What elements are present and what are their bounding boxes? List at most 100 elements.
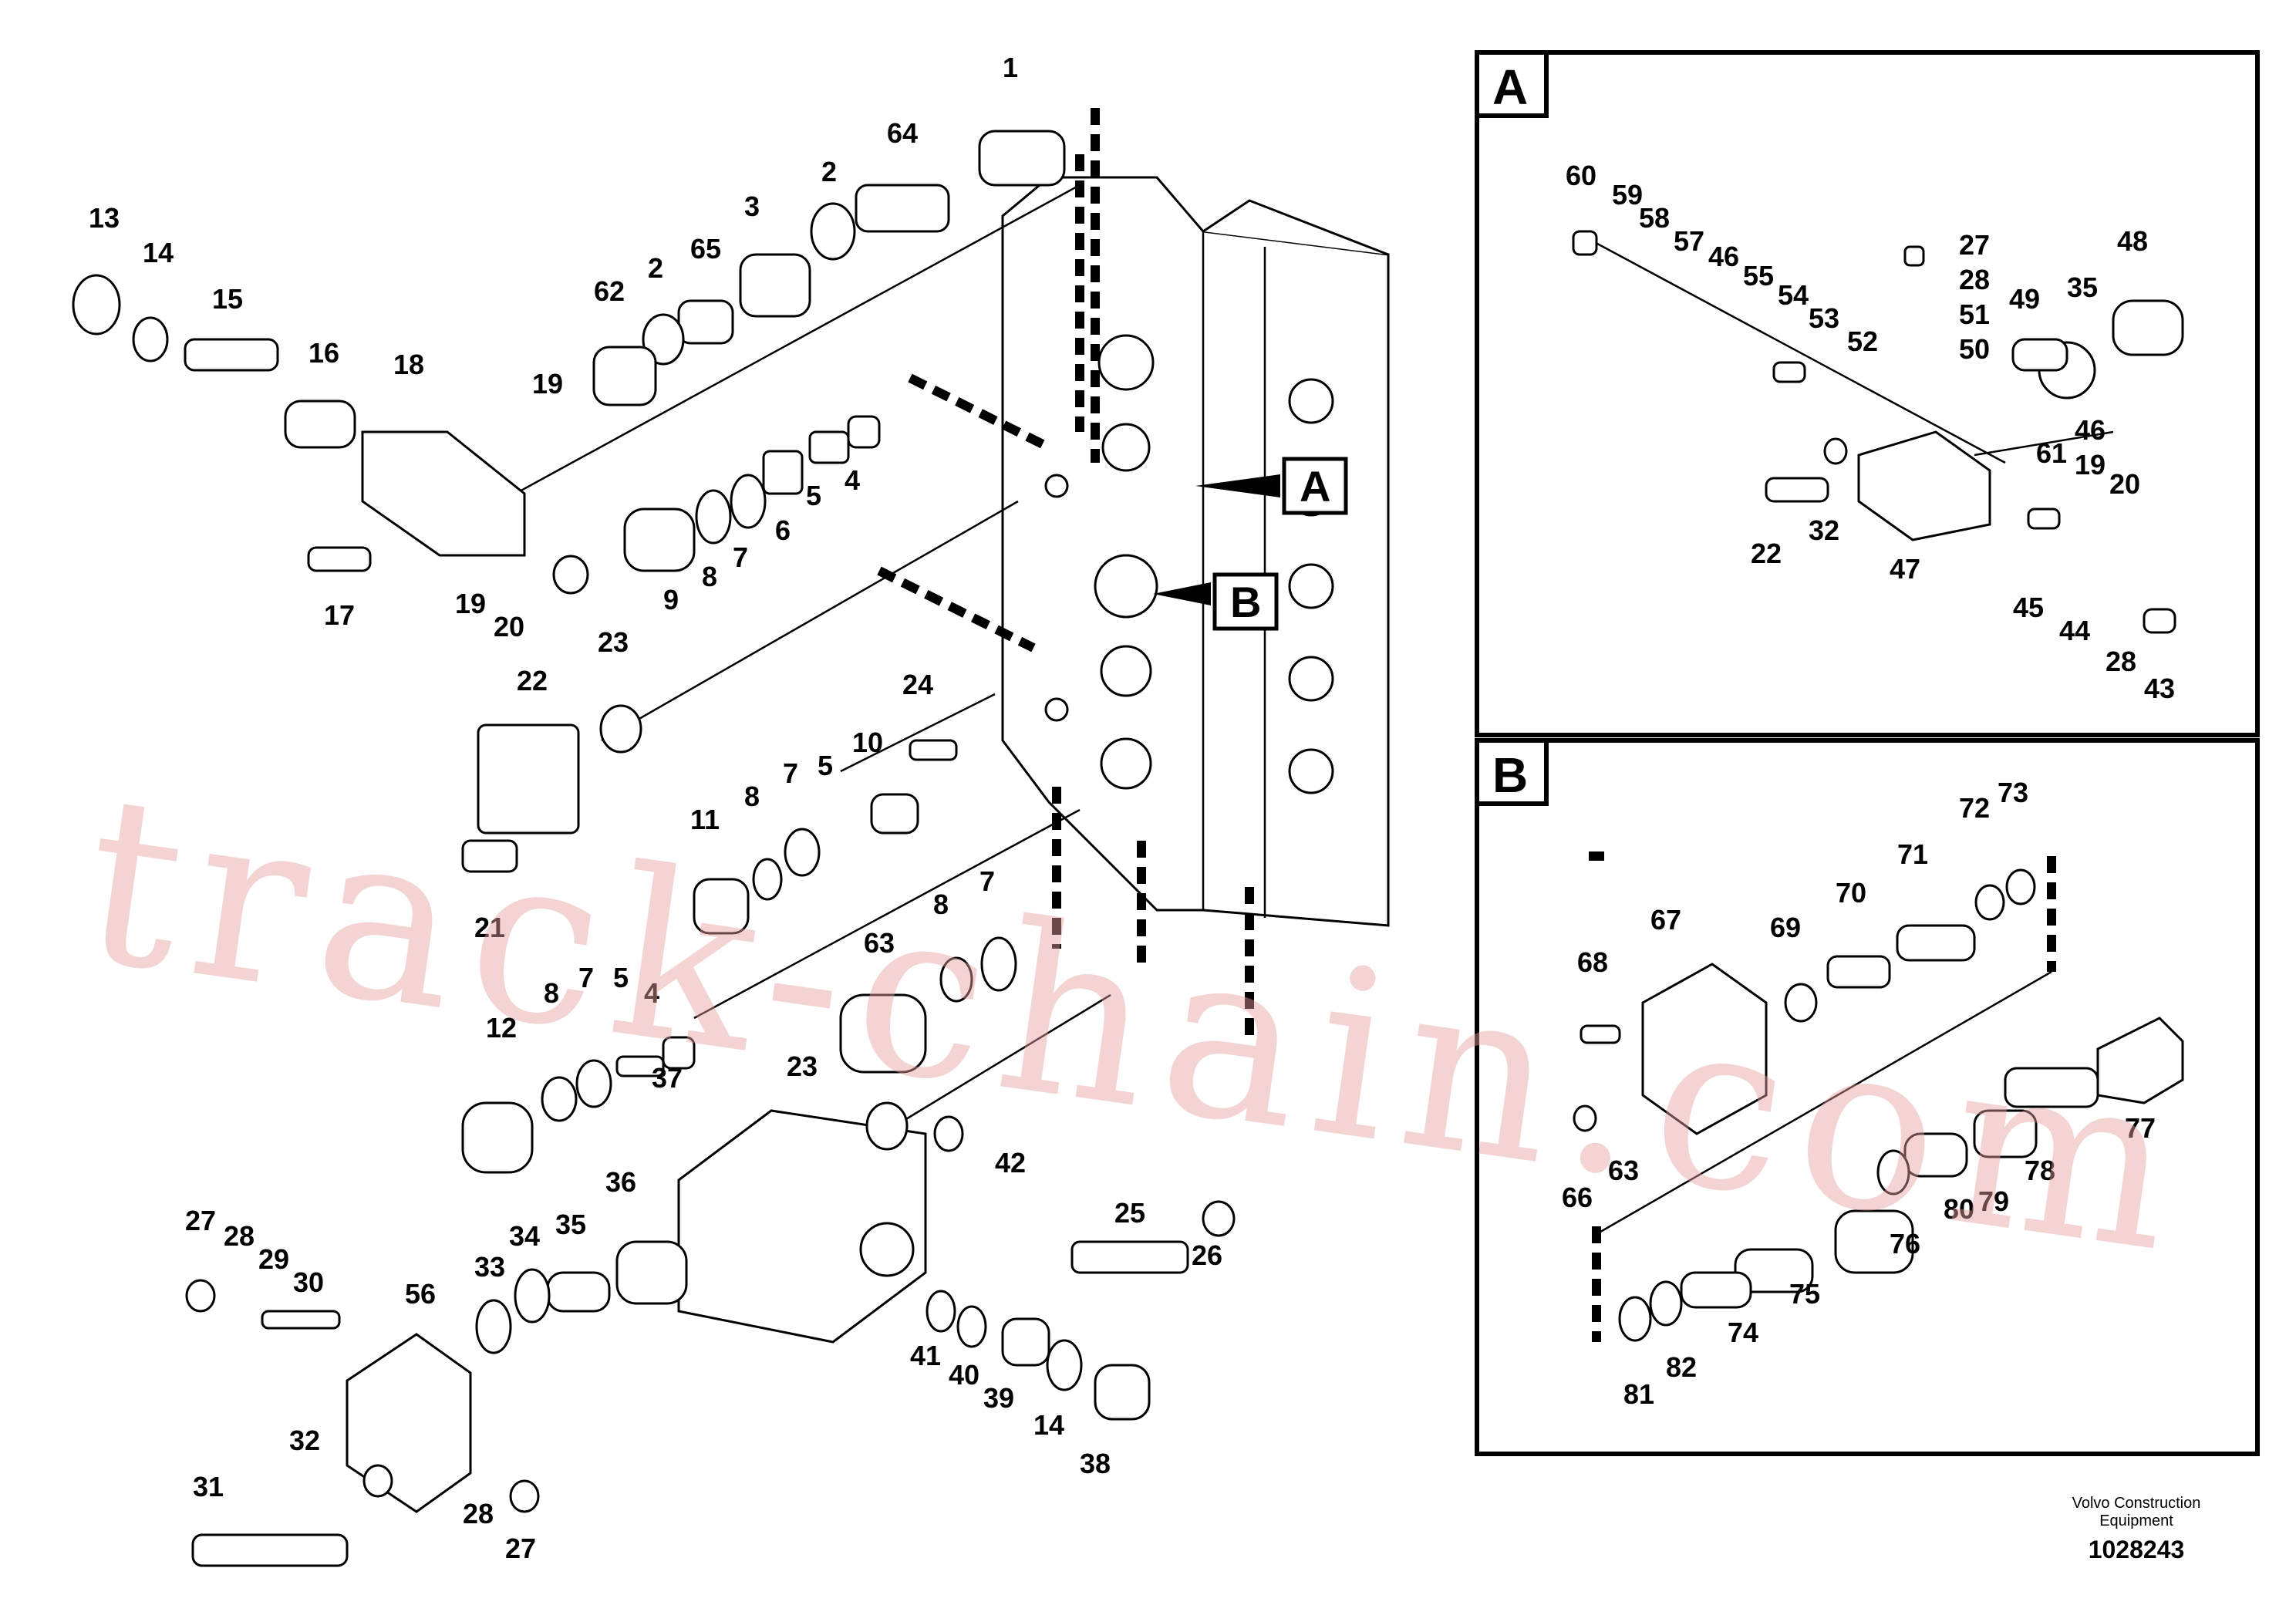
label-35: 35: [555, 1209, 586, 1240]
detail-b-labels: 67 68 69 70 71 72 73 63 66 77 78 79 80 7…: [1562, 777, 2156, 1410]
main-labels: 1 64 2 3 65 62 2 13 14 15 16 18 19 19 20…: [89, 52, 1222, 1564]
label-41: 41: [910, 1340, 941, 1371]
a-label-32: 32: [1809, 514, 1839, 546]
label-7c: 7: [979, 865, 995, 897]
a-label-58: 58: [1639, 202, 1670, 234]
label-39: 39: [983, 1382, 1014, 1414]
label-27b: 27: [505, 1533, 536, 1564]
a-label-61: 61: [2036, 437, 2067, 469]
dashed-connectors: [877, 108, 1604, 1041]
a-label-20: 20: [2109, 468, 2140, 500]
a-label-50: 50: [1959, 333, 1990, 365]
label-37: 37: [652, 1062, 683, 1094]
callout-b[interactable]: B: [1153, 572, 1279, 631]
b-label-76: 76: [1890, 1228, 1920, 1259]
label-9: 9: [663, 584, 679, 615]
label-56: 56: [405, 1278, 436, 1310]
b-label-73: 73: [1998, 777, 2028, 808]
b-label-63: 63: [1608, 1155, 1639, 1186]
b-label-80: 80: [1944, 1193, 1974, 1225]
label-2b: 2: [648, 252, 663, 284]
label-34: 34: [509, 1220, 540, 1252]
label-8c: 8: [933, 889, 949, 920]
label-17: 17: [324, 599, 355, 631]
a-label-60: 60: [1566, 160, 1596, 191]
label-11: 11: [690, 804, 720, 835]
label-16: 16: [308, 337, 339, 369]
label-15: 15: [212, 283, 243, 315]
company-line-2: Equipment: [2099, 1512, 2173, 1529]
label-64: 64: [887, 117, 918, 149]
a-label-46b: 46: [2075, 414, 2106, 446]
b-label-78: 78: [2025, 1155, 2055, 1186]
label-28: 28: [224, 1220, 255, 1252]
label-5: 5: [806, 480, 821, 511]
a-label-49: 49: [2009, 283, 2040, 315]
svg-text:B: B: [1230, 578, 1261, 626]
a-label-51: 51: [1959, 298, 1990, 330]
label-5b: 5: [818, 750, 833, 781]
label-8b: 8: [744, 781, 760, 812]
a-label-57: 57: [1674, 225, 1704, 257]
label-25: 25: [1114, 1197, 1145, 1229]
b-label-70: 70: [1836, 877, 1866, 909]
a-label-52: 52: [1847, 325, 1878, 357]
a-label-59: 59: [1612, 179, 1643, 211]
a-label-53: 53: [1809, 302, 1839, 334]
b-label-66: 66: [1562, 1182, 1593, 1213]
a-label-35: 35: [2067, 271, 2098, 303]
label-8: 8: [702, 561, 717, 592]
detail-b-panel: B: [1475, 738, 2260, 1456]
a-label-45: 45: [2013, 592, 2044, 623]
company-line-1: Volvo Construction: [2072, 1495, 2201, 1512]
main-valve-body: [1001, 176, 1390, 927]
label-6: 6: [775, 514, 791, 546]
detail-a-labels: 60 59 58 57 46 55 54 53 52 27 28 51 50 4…: [1566, 160, 2175, 704]
label-12: 12: [486, 1012, 517, 1044]
label-8d: 8: [544, 977, 559, 1009]
label-21: 21: [474, 912, 505, 943]
label-4b: 4: [644, 977, 659, 1009]
a-label-19: 19: [2075, 449, 2106, 481]
detail-a-panel: A: [1475, 50, 2260, 737]
label-7d: 7: [578, 962, 594, 993]
label-62: 62: [594, 275, 625, 307]
a-label-28: 28: [1959, 264, 1990, 295]
label-63: 63: [864, 927, 895, 959]
label-3: 3: [744, 191, 760, 222]
label-13: 13: [89, 202, 120, 234]
a-label-55: 55: [1743, 260, 1774, 292]
label-32: 32: [289, 1425, 320, 1456]
label-7b: 7: [783, 757, 798, 789]
label-38: 38: [1080, 1448, 1111, 1479]
label-14b: 14: [1033, 1409, 1064, 1441]
label-42: 42: [995, 1147, 1026, 1179]
label-28b: 28: [463, 1498, 494, 1529]
label-4: 4: [845, 464, 860, 496]
label-29: 29: [258, 1243, 289, 1275]
b-label-82: 82: [1666, 1351, 1697, 1383]
b-label-67: 67: [1650, 904, 1681, 936]
a-label-43: 43: [2144, 673, 2175, 704]
a-label-46: 46: [1708, 241, 1739, 272]
b-label-77: 77: [2125, 1112, 2156, 1144]
label-40: 40: [949, 1359, 979, 1391]
a-label-47: 47: [1890, 553, 1920, 585]
label-27: 27: [185, 1205, 216, 1236]
svg-text:A: A: [1300, 462, 1330, 511]
label-1: 1: [1003, 52, 1018, 83]
components: [72, 130, 1236, 1567]
label-30: 30: [293, 1266, 324, 1298]
b-label-72: 72: [1959, 792, 1990, 824]
footer: Volvo Construction Equipment 1028243: [2072, 1495, 2201, 1563]
label-23b: 23: [787, 1050, 818, 1082]
label-19b: 19: [455, 588, 486, 619]
label-65: 65: [690, 233, 721, 265]
b-label-75: 75: [1789, 1278, 1820, 1310]
callout-a[interactable]: A: [1195, 457, 1348, 515]
label-5c: 5: [613, 962, 629, 993]
b-label-74: 74: [1728, 1317, 1758, 1348]
b-label-81: 81: [1623, 1378, 1654, 1410]
a-label-28b: 28: [2106, 646, 2136, 677]
